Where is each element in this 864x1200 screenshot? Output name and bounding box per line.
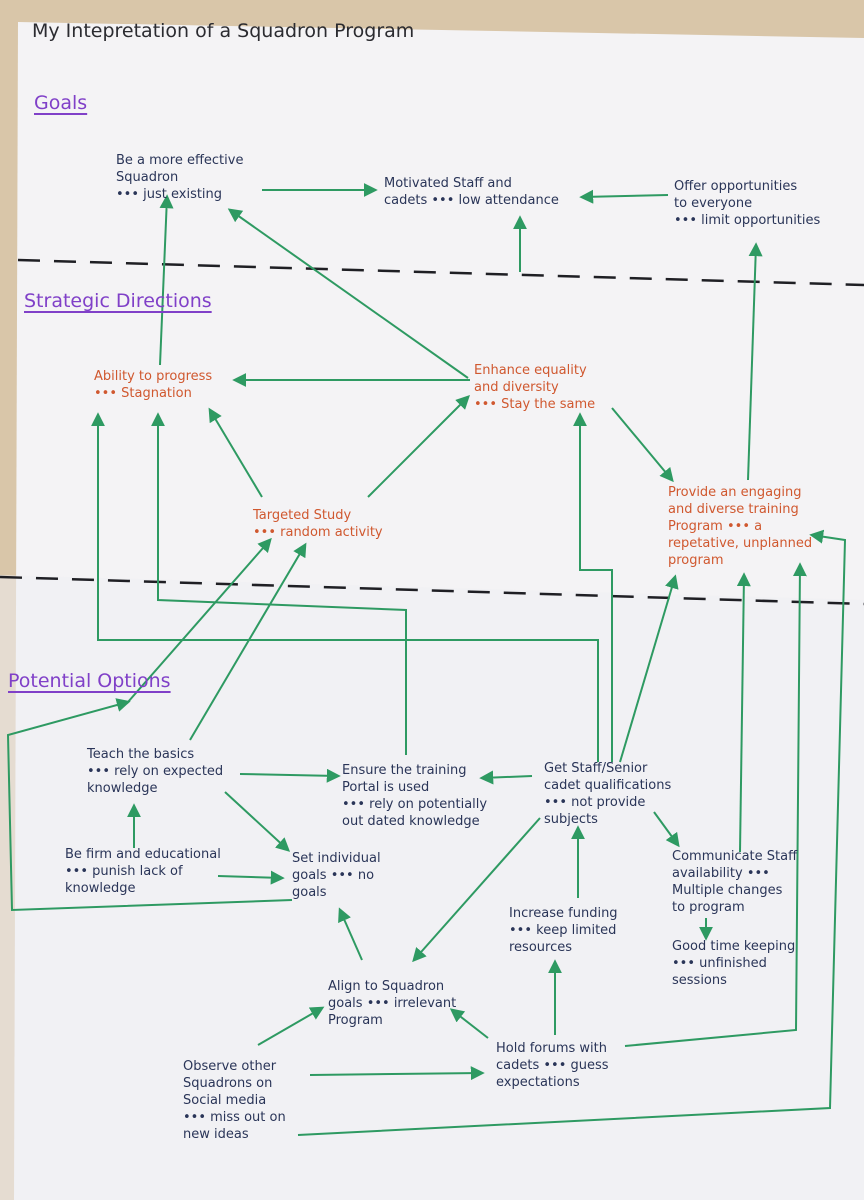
arrow-progress-to-effective [159,194,174,366]
divider-goals-strategy [17,258,864,287]
divider-strategy-options [0,575,864,606]
arrow-observe-to-forums [309,1066,485,1081]
arrow-observe-loop-to-training [297,529,847,1136]
option-staff-qualifications: Get Staff/Senior cadet qualifications ••… [544,761,672,827]
option-be-firm: Be firm and educational ••• punish lack … [65,847,221,896]
arrow-individual-loop-to-options [6,698,293,912]
arrow-targeted-to-equality [367,395,470,498]
arrow-communicate-to-training [736,572,751,853]
arrow-equality-to-training [611,407,674,483]
strategy-targeted-study: Targeted Study ••• random activity [253,508,383,540]
arrow-options-to-targeted [127,537,272,703]
arrow-quals-to-portal [479,770,533,785]
arrow-basics-to-portal [239,768,341,783]
arrow-offer-to-motivated [579,189,669,204]
option-observe-other-squadrons: Observe other Squadrons on Social media … [183,1059,286,1142]
option-teach-basics: Teach the basics ••• rely on expected kn… [87,747,224,796]
goal-offer-opportunities: Offer opportunities to everyone ••• limi… [674,179,821,228]
arrow-align-to-individual [338,907,363,961]
arrow-training-to-offer [747,242,763,481]
arrow-firm-to-individual [217,870,285,885]
arrow-quals-to-align [412,817,541,963]
option-communicate-availability: Communicate Staff availability ••• Multi… [672,849,798,915]
goal-effective-squadron: Be a more effective Squadron ••• just ex… [116,153,244,202]
arrow-quals-to-training [619,574,679,763]
arrow-basics-to-targeted [189,542,307,741]
strategy-training-program: Provide an engaging and diverse training… [668,485,813,568]
arrow-targeted-to-progress [208,407,263,498]
option-increase-funding: Increase funding ••• keep limited resour… [509,906,618,955]
arrow-forums-loop-to-training [624,562,807,1047]
option-good-time-keeping: Good time keeping ••• unfinished session… [672,939,796,988]
goal-motivated-staff: Motivated Staff and cadets ••• low atten… [384,176,559,208]
arrow-quals-to-communicate [653,811,680,848]
option-align-squadron-goals: Align to Squadron goals ••• irrelevant P… [328,979,457,1028]
strategy-equality-diversity: Enhance equality and diversity ••• Stay … [474,363,596,412]
page-title: My Intepretation of a Squadron Program [32,20,415,42]
arrow-observe-to-align [257,1006,325,1046]
option-individual-goals: Set individual goals ••• no goals [292,851,381,900]
strategy-ability-to-progress: Ability to progress ••• Stagnation [94,369,213,401]
arrow-quals-to-equality [573,412,613,762]
arrow-equality-to-effective [227,208,469,379]
arrow-basics-to-individual [224,791,291,852]
arrow-portal-loop-to-progress [151,412,407,755]
section-heading-options: Potential Options [8,670,171,692]
section-heading-goals: Goals [34,92,88,114]
arrow-forums-to-align [449,1008,489,1039]
arrow-quals-loop-to-progress [91,412,599,762]
section-heading-strategic: Strategic Directions [24,290,212,312]
option-training-portal: Ensure the training Portal is used ••• r… [342,763,488,829]
option-hold-forums: Hold forums with cadets ••• guess expect… [496,1041,609,1090]
